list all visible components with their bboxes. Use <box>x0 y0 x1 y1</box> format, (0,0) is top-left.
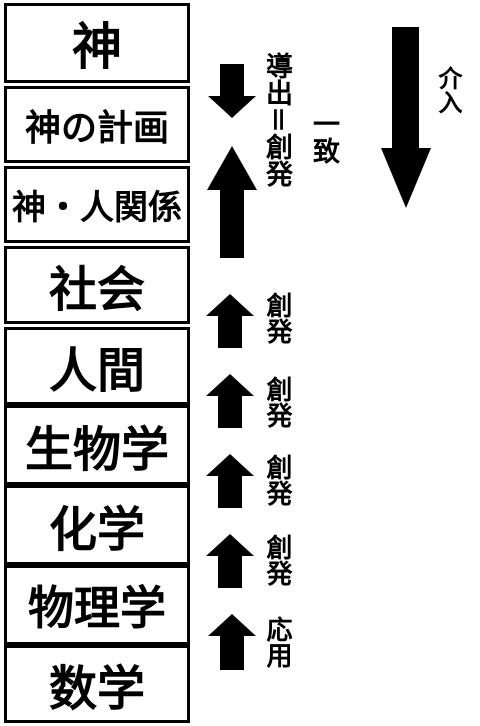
emergence-up-arrow-large <box>207 146 257 258</box>
emergence-up-arrow <box>206 294 254 348</box>
application-label: 応用 <box>262 616 292 668</box>
layer-label: 人間 <box>48 343 145 399</box>
emergence-up-arrow <box>206 534 254 588</box>
layer-label: 神・人関係 <box>12 188 182 228</box>
emergence-up-arrow <box>206 374 254 428</box>
layer-box-kankei: 神・人関係 <box>4 166 190 243</box>
application-up-arrow <box>208 614 256 670</box>
layer-label: 生物学 <box>24 422 169 478</box>
intervention-label: 介入 <box>434 66 462 114</box>
coincidence-label: 一致 <box>308 110 339 164</box>
layer-box-shakai: 社会 <box>4 246 190 324</box>
layer-box-ningen: 人間 <box>4 327 190 405</box>
intervention-down-arrow <box>381 27 431 208</box>
layer-label: 神 <box>72 18 122 76</box>
emergence-label: 創発 <box>262 454 292 506</box>
derivation-down-arrow <box>208 64 256 118</box>
layer-box-kagaku: 化学 <box>4 485 190 565</box>
derivation-label: 導出＝創発 <box>261 52 292 187</box>
layer-box-keikaku: 神の計画 <box>4 86 190 163</box>
emergence-label: 創発 <box>262 292 292 344</box>
emergence-label: 創発 <box>262 376 292 428</box>
layer-box-kami: 神 <box>4 3 190 83</box>
layer-box-seibutsu: 生物学 <box>4 405 190 485</box>
emergence-label: 創発 <box>262 534 292 586</box>
layer-box-butsuri: 物理学 <box>4 565 190 645</box>
layer-label: 神の計画 <box>24 107 169 149</box>
layer-label: 物理学 <box>28 581 166 635</box>
layer-label: 数学 <box>48 661 145 717</box>
layer-label: 社会 <box>48 262 145 318</box>
layer-label: 化学 <box>48 502 145 558</box>
emergence-up-arrow <box>206 454 254 508</box>
layer-box-suugaku: 数学 <box>4 645 190 723</box>
